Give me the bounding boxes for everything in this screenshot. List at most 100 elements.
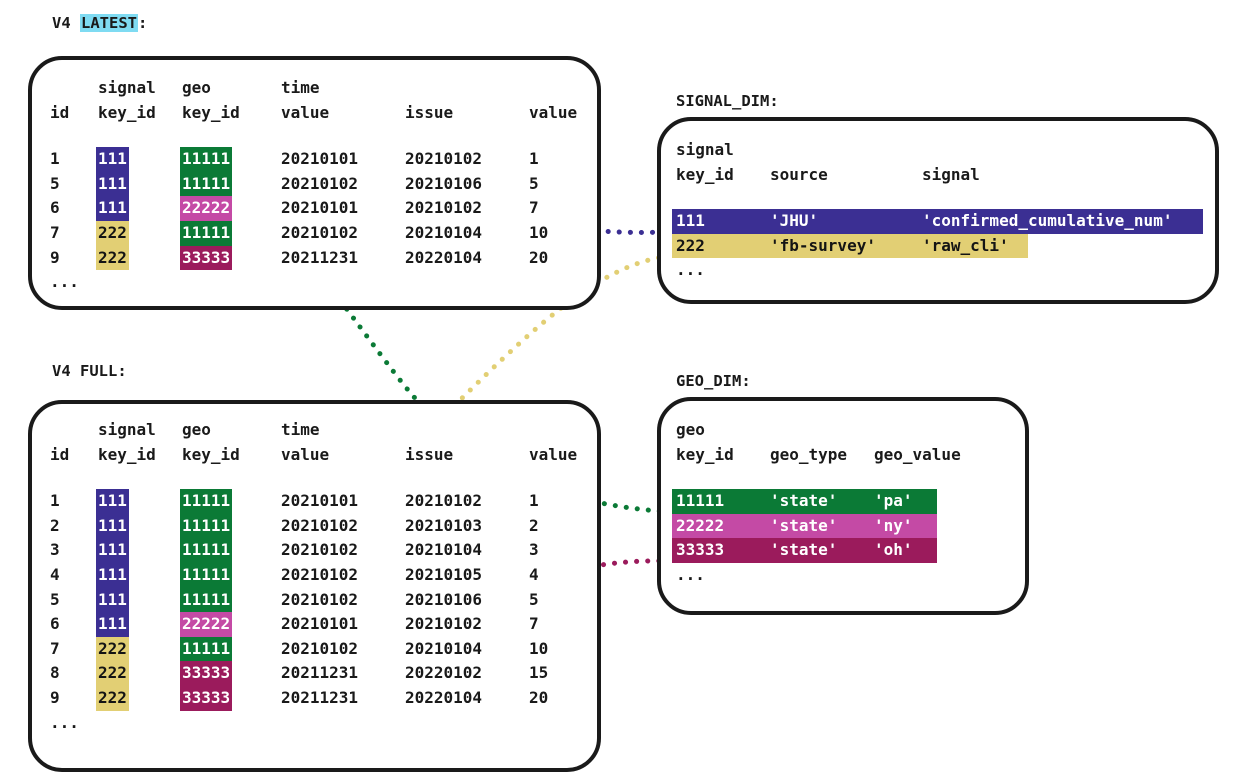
cell-id: 1 bbox=[50, 149, 60, 169]
cell-id: 4 bbox=[50, 564, 60, 584]
cell-issue: 20220104 bbox=[405, 687, 483, 707]
cell-time-value: 20210102 bbox=[281, 222, 359, 242]
col-header-issue: issue bbox=[405, 444, 454, 464]
cell-issue: 20210102 bbox=[405, 149, 483, 169]
cell-geo-key-id: 11111 bbox=[180, 220, 233, 246]
col-header-signal-name: signal bbox=[922, 164, 980, 184]
cell-id: 1 bbox=[50, 491, 60, 511]
col-header-time: time bbox=[281, 420, 320, 439]
cell-signal-key-id: 111 bbox=[96, 612, 129, 637]
cell-geo-value: 'oh' bbox=[874, 540, 913, 560]
col-header-signal-key-id: key_id bbox=[98, 102, 156, 122]
latest-caption-suffix: : bbox=[138, 14, 148, 32]
ellipsis-label: ... bbox=[676, 564, 705, 584]
cell-id: 6 bbox=[50, 198, 60, 218]
col-header-issue: issue bbox=[405, 102, 454, 122]
cell-value: 1 bbox=[529, 149, 539, 169]
cell-geo-key-id: 11111 bbox=[676, 491, 725, 511]
cell-geo-key-id: 11111 bbox=[180, 587, 233, 613]
cell-signal-key-id: 222 bbox=[96, 685, 129, 711]
cell-signal-key-id: 111 bbox=[96, 489, 129, 514]
col-header-signal: signal bbox=[98, 78, 156, 97]
cell-time-value: 20210102 bbox=[281, 638, 359, 658]
col-header-time-value: value bbox=[281, 102, 330, 122]
col-header-geo: geo bbox=[182, 78, 211, 97]
col-header-id: id bbox=[50, 102, 70, 122]
col-header-geo-key-id: key_id bbox=[182, 102, 240, 122]
cell-geo-key-id: 11111 bbox=[180, 489, 233, 514]
cell-value: 20 bbox=[529, 687, 549, 707]
row-highlight-band bbox=[672, 209, 1203, 234]
col-header-signal-key-id: key_id bbox=[98, 444, 156, 464]
cell-geo-type: 'state' bbox=[770, 515, 838, 535]
cell-issue: 20210102 bbox=[405, 491, 483, 511]
cell-issue: 20210102 bbox=[405, 198, 483, 218]
col-header-source: source bbox=[770, 164, 828, 184]
cell-value: 15 bbox=[529, 663, 549, 683]
cell-geo-key-id: 22222 bbox=[676, 515, 725, 535]
cell-signal-key-id: 111 bbox=[96, 562, 129, 588]
ellipsis-label: ... bbox=[50, 712, 79, 732]
row-highlight-band bbox=[672, 513, 937, 539]
cell-signal-name: 'raw_cli' bbox=[922, 235, 1009, 255]
cell-value: 1 bbox=[529, 491, 539, 511]
cell-signal-key-id: 222 bbox=[676, 235, 705, 255]
latest-caption-highlight: LATEST bbox=[80, 14, 138, 32]
ellipsis-label: ... bbox=[50, 272, 79, 292]
cell-time-value: 20210102 bbox=[281, 173, 359, 193]
cell-issue: 20210103 bbox=[405, 515, 483, 535]
col-header-geo-key-id: key_id bbox=[182, 444, 240, 464]
cell-geo-key-id: 22222 bbox=[180, 196, 233, 221]
col-header-geo: geo bbox=[182, 420, 211, 439]
cell-time-value: 20211231 bbox=[281, 247, 359, 267]
col-header-time-value: value bbox=[281, 444, 330, 464]
cell-geo-key-id: 11111 bbox=[180, 538, 233, 563]
cell-issue: 20220104 bbox=[405, 247, 483, 267]
cell-value: 10 bbox=[529, 638, 549, 658]
cell-value: 7 bbox=[529, 614, 539, 634]
cell-time-value: 20210101 bbox=[281, 198, 359, 218]
cell-id: 8 bbox=[50, 663, 60, 683]
cell-signal-key-id: 111 bbox=[96, 196, 129, 221]
row-highlight-band bbox=[672, 538, 937, 563]
cell-source: 'fb-survey' bbox=[770, 235, 876, 255]
cell-value: 7 bbox=[529, 198, 539, 218]
cell-issue: 20210104 bbox=[405, 222, 483, 242]
col-header-geo-value: geo_value bbox=[874, 444, 961, 464]
cell-id: 9 bbox=[50, 687, 60, 707]
cell-issue: 20210105 bbox=[405, 564, 483, 584]
cell-geo-value: 'pa' bbox=[874, 491, 913, 511]
cell-time-value: 20210102 bbox=[281, 540, 359, 560]
cell-geo-type: 'state' bbox=[770, 540, 838, 560]
cell-id: 5 bbox=[50, 173, 60, 193]
cell-id: 5 bbox=[50, 589, 60, 609]
cell-value: 2 bbox=[529, 515, 539, 535]
cell-signal-key-id: 111 bbox=[96, 147, 129, 172]
cell-issue: 20210104 bbox=[405, 540, 483, 560]
cell-value: 10 bbox=[529, 222, 549, 242]
col-header-value: value bbox=[529, 102, 578, 122]
col-header-geo: geo bbox=[676, 420, 705, 439]
cell-geo-type: 'state' bbox=[770, 491, 838, 511]
cell-time-value: 20211231 bbox=[281, 663, 359, 683]
cell-signal-key-id: 111 bbox=[96, 538, 129, 563]
col-header-key-id: key_id bbox=[676, 164, 734, 184]
cell-geo-key-id: 11111 bbox=[180, 171, 233, 197]
cell-issue: 20220102 bbox=[405, 663, 483, 683]
cell-time-value: 20210101 bbox=[281, 149, 359, 169]
geo-dim-caption: GEO_DIM: bbox=[676, 372, 751, 390]
cell-signal-name: 'confirmed_cumulative_num' bbox=[922, 211, 1173, 231]
cell-signal-key-id: 111 bbox=[676, 211, 705, 231]
cell-value: 20 bbox=[529, 247, 549, 267]
latest-table-caption: V4 LATEST: bbox=[52, 14, 147, 32]
cell-value: 4 bbox=[529, 564, 539, 584]
cell-issue: 20210102 bbox=[405, 614, 483, 634]
col-header-signal: signal bbox=[98, 420, 156, 439]
cell-issue: 20210106 bbox=[405, 589, 483, 609]
cell-geo-key-id: 11111 bbox=[180, 562, 233, 588]
cell-signal-key-id: 222 bbox=[96, 661, 129, 686]
cell-time-value: 20211231 bbox=[281, 687, 359, 707]
col-header-geo-type: geo_type bbox=[770, 444, 848, 464]
col-header-id: id bbox=[50, 444, 70, 464]
